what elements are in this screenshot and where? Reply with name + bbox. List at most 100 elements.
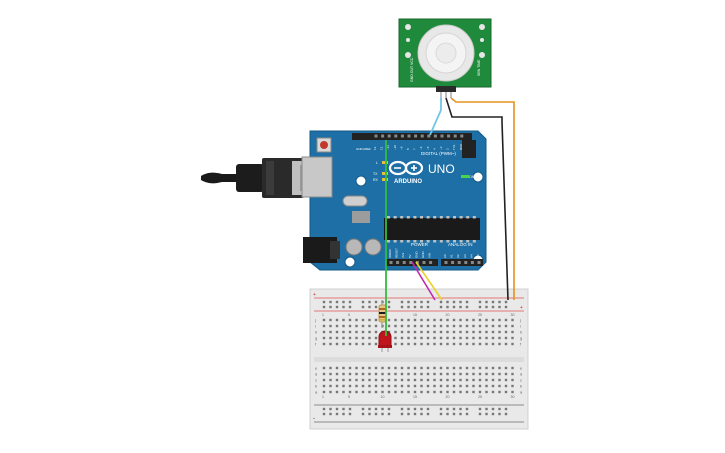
power-pin-label: GND <box>421 251 425 259</box>
breadboard-hole <box>400 412 404 416</box>
breadboard-hole <box>452 366 456 370</box>
breadboard-hole <box>491 390 495 394</box>
breadboard-hole <box>433 330 436 334</box>
header-pin <box>400 134 404 138</box>
breadboard-hole <box>446 378 449 382</box>
breadboard-hole <box>511 390 514 394</box>
breadboard-hole <box>472 324 475 328</box>
chip-pin <box>453 240 456 243</box>
breadboard-hole <box>439 300 443 304</box>
breadboard-hole <box>355 390 358 394</box>
header-pin <box>453 134 457 138</box>
breadboard-hole <box>459 390 462 394</box>
digital-pin-label: 2 <box>446 148 450 150</box>
breadboard-hole <box>426 305 430 309</box>
breadboard-hole <box>504 342 508 346</box>
breadboard-hole <box>413 384 417 388</box>
breadboard-hole <box>446 390 449 394</box>
wire-orange-vcc <box>450 97 515 300</box>
breadboard-hole <box>446 336 449 340</box>
breadboard-hole <box>355 384 358 388</box>
breadboard-hole <box>459 378 462 382</box>
breadboard-hole <box>485 305 488 309</box>
digital-pin-label: 4 <box>432 148 436 150</box>
breadboard-hole <box>504 407 508 411</box>
breadboard-hole <box>368 407 371 411</box>
digital-pin-label: 8 <box>406 148 410 150</box>
breadboard-hole <box>465 378 469 382</box>
breadboard-hole <box>485 330 488 334</box>
header-pin <box>451 261 455 264</box>
breadboard-hole <box>329 324 332 328</box>
analog-pin-label: A4 <box>469 254 473 258</box>
breadboard-hole <box>491 407 495 411</box>
breadboard-hole <box>420 366 423 370</box>
gnd-label: GND <box>356 147 364 151</box>
breadboard-hole <box>426 318 430 322</box>
breadboard-hole <box>472 366 475 370</box>
breadboard-hole <box>342 372 345 376</box>
breadboard-hole <box>381 384 384 388</box>
breadboard-hole <box>342 378 345 382</box>
header-pin <box>402 261 406 264</box>
breadboard-hole <box>368 330 371 334</box>
breadboard-hole <box>413 366 417 370</box>
breadboard-hole <box>400 300 404 304</box>
breadboard-hole <box>413 305 417 309</box>
breadboard-column-number: 20 <box>446 313 450 317</box>
breadboard-hole <box>485 318 488 322</box>
breadboard-hole <box>459 300 462 304</box>
breadboard-hole <box>400 384 404 388</box>
breadboard-hole <box>420 384 423 388</box>
breadboard-hole <box>335 372 339 376</box>
breadboard-hole <box>420 330 423 334</box>
breadboard-hole <box>478 342 482 346</box>
breadboard-hole <box>439 390 443 394</box>
breadboard-hole <box>426 378 430 382</box>
breadboard-hole <box>322 342 326 346</box>
breadboard-hole <box>361 407 365 411</box>
breadboard-hole <box>400 390 404 394</box>
breadboard-hole <box>361 372 365 376</box>
breadboard-hole <box>439 372 443 376</box>
breadboard-hole <box>374 318 378 322</box>
arduino-uno-board: ARDUINO UNO DIGITAL (PWM~) POWER ANALOG … <box>301 130 487 271</box>
breadboard-hole <box>329 330 332 334</box>
breadboard-hole <box>498 378 501 382</box>
breadboard-hole <box>472 384 475 388</box>
breadboard-hole <box>368 324 371 328</box>
breadboard-hole <box>355 372 358 376</box>
wires <box>385 97 515 336</box>
breadboard-column-number: 1 <box>322 395 324 399</box>
header-pin <box>429 261 433 264</box>
breadboard-hole <box>381 407 384 411</box>
chip-pin <box>459 216 463 219</box>
on-led-label: ON <box>469 175 475 179</box>
breadboard-hole <box>335 384 339 388</box>
chip-pin <box>400 240 404 243</box>
analog-pin-label: A1 <box>450 254 454 258</box>
breadboard-hole <box>348 324 352 328</box>
breadboard-hole <box>420 318 423 322</box>
breadboard-hole <box>498 330 501 334</box>
breadboard-hole <box>485 378 488 382</box>
breadboard-holes <box>322 300 514 416</box>
chip-pin <box>393 216 397 219</box>
breadboard-hole <box>342 324 345 328</box>
breadboard-hole <box>355 336 358 340</box>
power-pin-label: IOREF <box>388 249 392 258</box>
breadboard-hole <box>491 378 495 382</box>
breadboard-hole <box>374 390 378 394</box>
breadboard-hole <box>342 342 345 346</box>
breadboard-hole <box>400 378 404 382</box>
breadboard-hole <box>348 330 352 334</box>
breadboard-hole <box>498 318 501 322</box>
digital-pin-label: ~9 <box>399 146 403 150</box>
breadboard-hole <box>420 372 423 376</box>
chip-pin <box>406 240 410 243</box>
power-pin-label: 5V <box>408 254 412 258</box>
chip-pin <box>446 216 450 219</box>
chip-pin <box>446 240 450 243</box>
breadboard-hole <box>400 407 404 411</box>
